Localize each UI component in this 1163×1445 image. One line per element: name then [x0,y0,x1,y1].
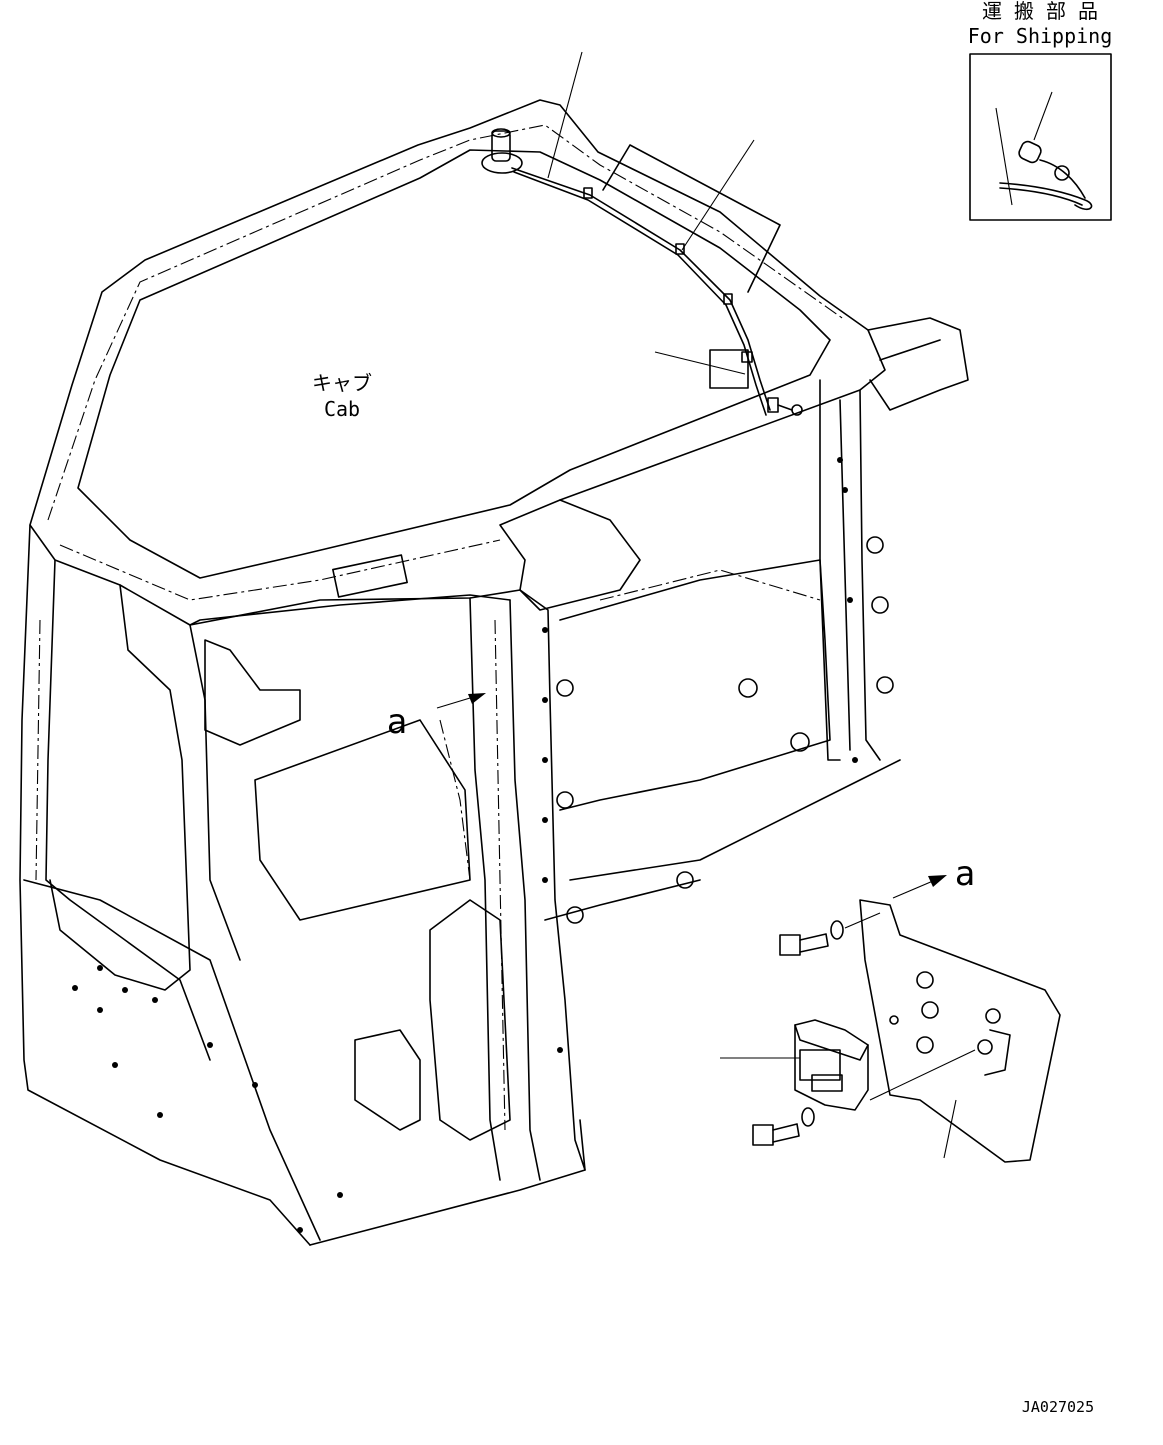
shipping-label-en: For Shipping [968,24,1113,48]
cab-label-en: Cab [324,397,360,421]
drawing-code: JA027025 [1022,1398,1094,1416]
leader-bracket [943,1099,957,1159]
view-marker-upper: a [387,702,407,742]
view-arrow-lower [892,875,947,899]
view-arrow-upper [436,693,486,881]
controller-bracket [859,899,1061,1163]
shipping-label-jp: 運 搬 部 品 [982,0,1098,23]
bolt-washer-lower [752,1107,815,1146]
bolt-washer-upper [779,912,881,956]
frame-holes [72,457,858,1233]
antenna-harness [481,128,803,416]
view-marker-lower: a [955,854,975,894]
controller-module [794,1019,976,1111]
leader-antenna [547,51,583,179]
cab-label-jp: キャブ [312,371,372,395]
cab-frame [19,99,969,1246]
shipping-inset-box [969,53,1112,221]
leader-connector [654,351,746,375]
shipping-part-harness [995,91,1093,210]
leader-harness [681,139,755,251]
